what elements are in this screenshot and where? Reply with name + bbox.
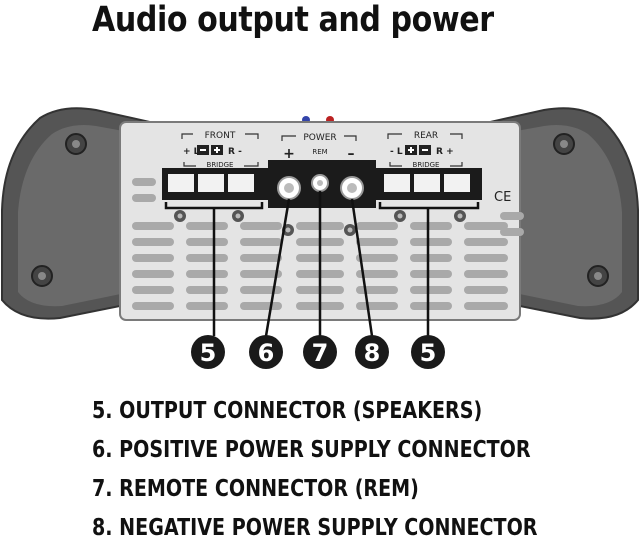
- heat-sink-slot: [240, 270, 282, 278]
- heat-sink-slot: [500, 212, 524, 220]
- callout-badge: 6: [249, 335, 283, 369]
- heat-sink-slot: [240, 254, 282, 262]
- rear-bridge-label: BRIDGE: [413, 161, 440, 169]
- callout-badge: 8: [355, 335, 389, 369]
- heat-sink-slot: [464, 270, 508, 278]
- front-speaker-terminal-block: [162, 168, 268, 200]
- power-minus-label: –: [348, 146, 355, 162]
- right-housing-inner: [500, 125, 622, 307]
- page-title: Audio output and power: [92, 0, 494, 40]
- heat-sink-slot: [132, 286, 174, 294]
- rear-label-group: REAR - L R + BRIDGE: [387, 128, 463, 169]
- front-polarity-left: + L: [183, 147, 200, 157]
- panel-screw: [454, 210, 466, 222]
- svg-text:6: 6: [258, 339, 275, 367]
- amplifier-diagram: FRONT + L R - BRIDGE REAR - L R + BRIDGE…: [1, 107, 639, 369]
- housing-screw: [553, 133, 575, 155]
- heat-sink-slot: [356, 238, 398, 246]
- front-polarity-right: R -: [228, 147, 242, 157]
- front-label: FRONT: [205, 131, 236, 141]
- panel-screw: [232, 210, 244, 222]
- heat-sink-slot: [240, 222, 282, 230]
- heat-sink-slot: [132, 194, 156, 202]
- heat-sink-slot: [356, 222, 398, 230]
- heat-sink-slot: [464, 302, 508, 310]
- heat-sink-slot: [464, 254, 508, 262]
- front-label-group: FRONT + L R - BRIDGE: [181, 128, 259, 169]
- svg-text:5: 5: [420, 339, 437, 367]
- housing-screw: [587, 265, 609, 287]
- heat-sink-slot: [186, 254, 228, 262]
- housing-screw: [65, 133, 87, 155]
- heat-sink-slot: [240, 302, 282, 310]
- heat-sink-slot: [410, 222, 452, 230]
- power-plus-label: +: [283, 146, 295, 162]
- heat-sink-slot: [356, 286, 398, 294]
- heat-sink-slot: [500, 228, 524, 236]
- heat-sink-slot: [132, 254, 174, 262]
- panel-screw: [344, 224, 356, 236]
- heat-sink-slot: [186, 238, 228, 246]
- heat-sink-slot: [186, 270, 228, 278]
- panel-screw: [394, 210, 406, 222]
- legend-item: 7. REMOTE CONNECTOR (REM): [92, 476, 419, 502]
- panel-screw: [174, 210, 186, 222]
- heat-sink-slot: [132, 302, 174, 310]
- connector-legend: 5. OUTPUT CONNECTOR (SPEAKERS) 6. POSITI…: [92, 394, 632, 550]
- callout-badge: 5: [191, 335, 225, 369]
- svg-text:5: 5: [200, 339, 217, 367]
- housing-screw: [31, 265, 53, 287]
- svg-text:7: 7: [312, 339, 329, 367]
- heat-sink-slot: [356, 270, 398, 278]
- rear-polarity-right: R +: [436, 147, 454, 157]
- svg-text:8: 8: [364, 339, 381, 367]
- heat-sink-slot: [186, 222, 228, 230]
- power-rem-label: REM: [312, 148, 327, 156]
- legend-item: 8. NEGATIVE POWER SUPPLY CONNECTOR: [92, 515, 538, 541]
- heat-sink-slot: [356, 254, 398, 262]
- left-housing-inner: [18, 125, 140, 307]
- rear-polarity-left: - L: [390, 147, 403, 157]
- rear-speaker-terminal-block: [376, 168, 482, 200]
- power-label: POWER: [303, 133, 336, 143]
- heat-sink-slot: [410, 270, 452, 278]
- heat-sink-slot: [464, 286, 508, 294]
- heat-sink-slot: [186, 302, 228, 310]
- legend-item: 5. OUTPUT CONNECTOR (SPEAKERS): [92, 398, 483, 424]
- heat-sink-slot: [240, 286, 282, 294]
- heat-sink-slot: [132, 270, 174, 278]
- heat-sink-slot: [240, 238, 282, 246]
- front-bridge-label: BRIDGE: [207, 161, 234, 169]
- callout-leader-lines: [164, 191, 480, 337]
- power-connector-block: [268, 160, 376, 208]
- heat-sink-slot: [132, 178, 156, 186]
- heat-sink-slot: [132, 238, 174, 246]
- callout-badge: 5: [411, 335, 445, 369]
- heat-sink-slot: [464, 222, 508, 230]
- heat-sink-slot: [410, 254, 452, 262]
- legend-item: 6. POSITIVE POWER SUPPLY CONNECTOR: [92, 437, 531, 463]
- heat-sink-slot: [186, 286, 228, 294]
- callout-badge: 7: [303, 335, 337, 369]
- heat-sink-slot: [132, 222, 174, 230]
- heat-sink-slot: [410, 302, 452, 310]
- heat-sink-slot: [410, 286, 452, 294]
- heat-sink-slots: [132, 178, 524, 310]
- heat-sink-slot: [464, 238, 508, 246]
- heat-sink-slot: [356, 302, 398, 310]
- heat-sink-slot: [410, 238, 452, 246]
- rear-label: REAR: [414, 131, 438, 141]
- ce-mark: CE: [494, 190, 511, 205]
- power-label-group: POWER + REM –: [281, 130, 357, 162]
